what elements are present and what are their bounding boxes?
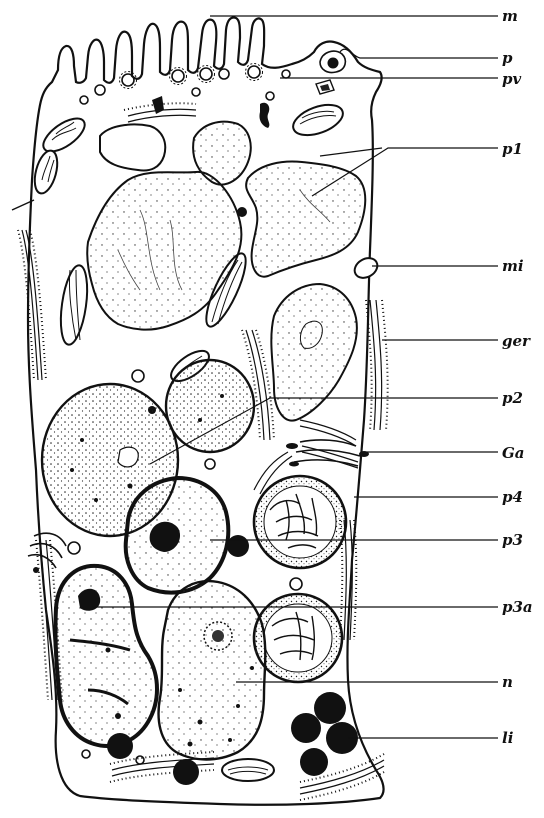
label-p3a: p3a bbox=[502, 598, 533, 616]
label-p4: p4 bbox=[502, 488, 523, 506]
label-p3: p3 bbox=[502, 531, 523, 549]
label-li: li bbox=[502, 729, 514, 747]
label-n: n bbox=[502, 673, 513, 691]
label-pv: pv bbox=[502, 70, 521, 88]
label-m: m bbox=[502, 7, 518, 25]
label-mi: mi bbox=[502, 257, 524, 275]
labels: m p pv p1 mi ger p2 Ga p4 p3 p3a n li bbox=[502, 7, 533, 747]
nucleus bbox=[159, 581, 266, 759]
label-p2: p2 bbox=[502, 389, 523, 407]
label-p1: p1 bbox=[502, 140, 523, 158]
label-ger: ger bbox=[502, 332, 531, 350]
label-Ga: Ga bbox=[502, 444, 525, 462]
p2-particle-small bbox=[166, 360, 254, 452]
label-p: p bbox=[502, 49, 513, 67]
